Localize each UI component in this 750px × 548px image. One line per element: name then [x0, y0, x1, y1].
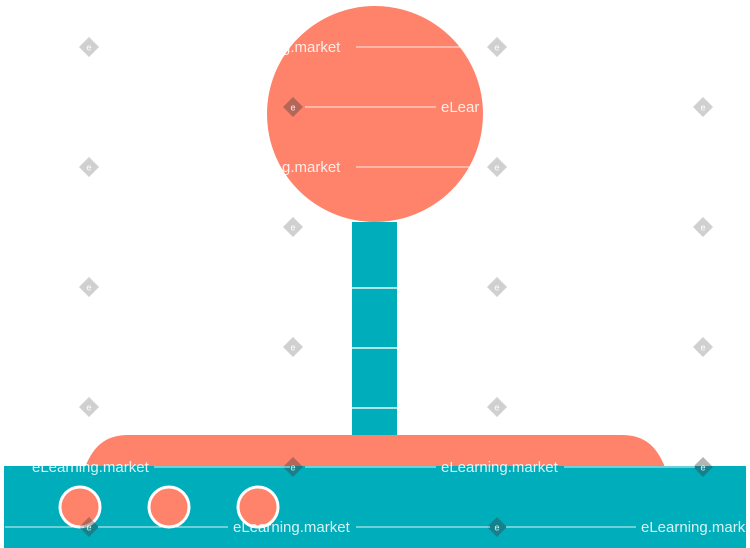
- watermark-mark-glyph: e: [86, 163, 91, 173]
- watermark-mark-glyph: e: [700, 463, 705, 473]
- watermark-mark-glyph: e: [494, 283, 499, 293]
- watermark-diamond-icon: [283, 97, 303, 117]
- joystick-ball-top: [267, 6, 483, 222]
- watermark-mark-glyph: e: [494, 43, 499, 53]
- stick-shaft: [352, 222, 397, 438]
- watermark-mark-glyph: e: [86, 403, 91, 413]
- watermark-mark-glyph: e: [290, 223, 295, 233]
- base-button: [236, 485, 280, 529]
- watermark-diamond-icon: [283, 217, 303, 237]
- watermark-mark-glyph: e: [290, 343, 295, 353]
- watermark-mark-glyph: e: [290, 103, 295, 113]
- watermark-diamond-icon: [283, 457, 303, 477]
- watermark-mark-glyph: e: [290, 463, 295, 473]
- watermark-diamond-icon: [79, 157, 99, 177]
- watermark-text: eLearning.market: [441, 459, 559, 476]
- watermark-mark-glyph: e: [86, 523, 91, 533]
- watermark-diamond-icon: [487, 517, 507, 537]
- watermark-mark-glyph: e: [86, 283, 91, 293]
- watermark-text: eLearning.market: [233, 519, 351, 536]
- watermark-diamond-icon: [79, 517, 99, 537]
- watermark-mark-glyph: e: [700, 223, 705, 233]
- watermark-mark-glyph: e: [86, 43, 91, 53]
- watermark-diamond-icon: [693, 97, 713, 117]
- base-button: [58, 485, 102, 529]
- watermark-mark-glyph: e: [700, 103, 705, 113]
- watermark-diamond-icon: [693, 457, 713, 477]
- watermark-mark-glyph: e: [494, 403, 499, 413]
- watermark-text: g.market: [282, 159, 341, 176]
- watermark-mark-glyph: e: [700, 343, 705, 353]
- watermark-diamond-icon: [79, 277, 99, 297]
- base-button: [147, 485, 191, 529]
- base-buttons: [58, 485, 280, 529]
- watermark-text: g.market: [282, 39, 341, 56]
- joystick-stick: [352, 222, 397, 438]
- watermark-mark-glyph: e: [494, 163, 499, 173]
- watermark-diamond-icon: [693, 217, 713, 237]
- watermark-mark-glyph: e: [494, 523, 499, 533]
- joystick-dome: [84, 435, 666, 470]
- watermark-diamond-icon: [283, 337, 303, 357]
- watermark-text: eLearning.market: [641, 519, 750, 536]
- watermark-diamond-icon: [693, 337, 713, 357]
- joystick-base: [4, 466, 746, 548]
- watermark-overlay: e e e e e e e e e e e e e e e e e e g.market eLear g.mark…: [5, 37, 750, 537]
- watermark-diamond-icon: [487, 37, 507, 57]
- watermark-text: eLear: [441, 99, 479, 116]
- watermark-diamond-icon: [487, 157, 507, 177]
- watermark-diamond-icon: [487, 397, 507, 417]
- watermark-diamond-icon: [79, 397, 99, 417]
- watermark-diamond-icon: [487, 277, 507, 297]
- watermark-diamond-icon: [79, 37, 99, 57]
- watermark-text: eLearning.market: [32, 459, 150, 476]
